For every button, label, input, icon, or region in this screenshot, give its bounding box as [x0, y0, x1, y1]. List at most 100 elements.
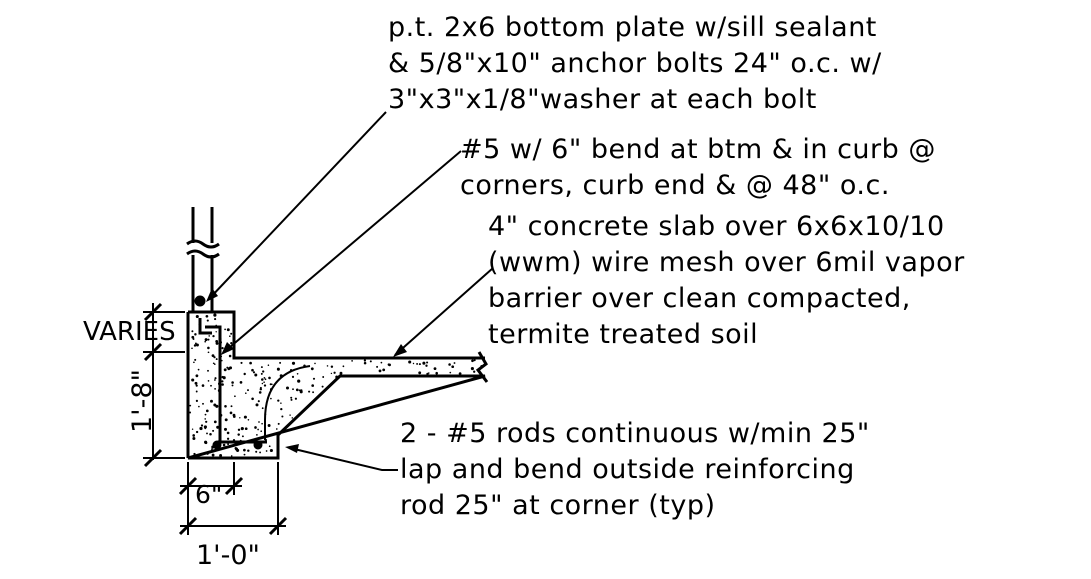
- concrete-aggregate-dot: [219, 341, 222, 344]
- concrete-aggregate-dot: [280, 407, 283, 411]
- concrete-aggregate-dot: [333, 371, 336, 374]
- concrete-aggregate-dot: [224, 405, 227, 408]
- concrete-aggregate-dot: [433, 367, 437, 371]
- concrete-aggregate-dot: [214, 379, 216, 381]
- concrete-aggregate-dot: [220, 355, 223, 358]
- concrete-aggregate-dot: [213, 313, 217, 317]
- concrete-aggregate-dot: [473, 370, 476, 373]
- concrete-aggregate-dot: [310, 367, 314, 371]
- concrete-aggregate-dot: [263, 377, 266, 379]
- concrete-aggregate-dot: [265, 450, 268, 452]
- bottom-plate-note-line: & 5/8"x10" anchor bolts 24" o.c. w/: [388, 48, 882, 79]
- concrete-aggregate-dot: [189, 411, 192, 414]
- dimension-lines: [143, 302, 288, 536]
- concrete-aggregate-dot: [198, 405, 200, 408]
- concrete-aggregate-dot: [280, 402, 282, 404]
- concrete-aggregate-dot: [221, 375, 224, 379]
- concrete-aggregate-dot: [263, 384, 267, 387]
- concrete-aggregate-dot: [230, 342, 233, 345]
- concrete-aggregate-dot: [213, 403, 217, 407]
- concrete-aggregate-dot: [342, 365, 345, 368]
- concrete-aggregate-dot: [193, 452, 196, 456]
- concrete-aggregate-dot: [195, 374, 199, 378]
- concrete-aggregate-dot: [257, 428, 259, 431]
- concrete-aggregate-dot: [226, 437, 230, 440]
- concrete-aggregate-dot: [213, 356, 216, 359]
- concrete-aggregate-dot: [237, 433, 240, 436]
- concrete-aggregate-dot: [234, 447, 239, 451]
- concrete-aggregate-dot: [289, 414, 291, 416]
- concrete-aggregate-dot: [218, 371, 221, 373]
- concrete-aggregate-dot: [224, 418, 228, 422]
- concrete-aggregate-dot: [210, 399, 213, 403]
- concrete-aggregate-dot: [380, 361, 383, 364]
- concrete-aggregate-dot: [191, 378, 195, 382]
- concrete-aggregate-dot: [222, 443, 226, 447]
- concrete-aggregate-dot: [192, 436, 196, 441]
- concrete-aggregate-dot: [264, 378, 267, 381]
- concrete-aggregate-dot: [261, 407, 264, 410]
- concrete-aggregate-dot: [257, 400, 260, 403]
- concrete-aggregate-dot: [279, 374, 283, 378]
- concrete-aggregate-dot: [207, 338, 210, 341]
- concrete-aggregate-dot: [270, 397, 272, 400]
- concrete-aggregate-dot: [254, 426, 257, 429]
- concrete-aggregate-dot: [269, 448, 273, 453]
- concrete-aggregate-dot: [217, 440, 220, 443]
- concrete-aggregate-dot: [264, 438, 267, 442]
- concrete-aggregate-dot: [207, 351, 210, 354]
- concrete-aggregate-dot: [217, 382, 222, 386]
- concrete-aggregate-dot: [448, 363, 451, 366]
- concrete-aggregate-dot: [226, 328, 230, 332]
- concrete-aggregate-dot: [291, 375, 295, 378]
- concrete-aggregate-dot: [303, 364, 306, 367]
- concrete-aggregate-dot: [214, 363, 216, 365]
- rods-note-line: 2 - #5 rods continuous w/min 25": [400, 418, 870, 449]
- concrete-aggregate-dot: [191, 347, 193, 350]
- rods-note-line: rod 25" at corner (typ): [400, 490, 716, 521]
- concrete-aggregate-dot: [216, 425, 220, 429]
- concrete-aggregate-dot: [193, 344, 197, 347]
- concrete-aggregate-dot: [295, 388, 299, 392]
- concrete-aggregate-dot: [453, 362, 456, 364]
- leader-lines: [207, 111, 494, 471]
- concrete-aggregate-dot: [416, 362, 419, 365]
- concrete-aggregate-dot: [240, 361, 243, 364]
- concrete-aggregate-dot: [376, 365, 379, 368]
- concrete-aggregate-dot: [258, 391, 262, 394]
- rods-note: 2 - #5 rods continuous w/min 25" lap and…: [400, 416, 870, 524]
- concrete-aggregate-dot: [214, 387, 217, 390]
- concrete-aggregate-dot: [451, 365, 455, 369]
- concrete-aggregate-dot: [204, 340, 207, 343]
- concrete-aggregate-dot: [276, 367, 280, 371]
- concrete-aggregate-dot: [268, 445, 271, 448]
- concrete-aggregate-dot: [218, 412, 221, 415]
- concrete-aggregate-dot: [239, 439, 242, 442]
- concrete-aggregate-dot: [207, 380, 210, 382]
- concrete-aggregate-dot: [206, 319, 209, 322]
- concrete-aggregate-dot: [207, 346, 210, 350]
- concrete-aggregate-dot: [218, 330, 222, 333]
- bottom-plate-note-line: p.t. 2x6 bottom plate w/sill sealant: [388, 12, 877, 43]
- concrete-aggregate-dot: [208, 335, 210, 337]
- rods-note-line: lap and bend outside reinforcing: [400, 454, 855, 485]
- concrete-aggregate-dot: [308, 390, 311, 393]
- concrete-aggregate-dot: [260, 366, 263, 369]
- concrete-aggregate-dot: [267, 424, 271, 427]
- concrete-aggregate-dot: [378, 369, 382, 373]
- rebar-note: #5 w/ 6" bend at btm & in curb @ corners…: [460, 132, 936, 204]
- concrete-aggregate-dot: [247, 449, 250, 452]
- slab-note-line: termite treated soil: [488, 319, 759, 350]
- footing-outline: [186, 310, 489, 460]
- concrete-aggregate-dot: [243, 453, 246, 456]
- concrete-aggregate-dot: [231, 381, 234, 384]
- concrete-aggregate-dot: [209, 433, 212, 436]
- concrete-aggregate-dot: [211, 354, 215, 358]
- concrete-aggregate-dot: [351, 360, 353, 362]
- concrete-aggregate-dot: [422, 361, 426, 365]
- concrete-aggregate-dot: [230, 405, 233, 408]
- concrete-aggregate-dot: [210, 448, 213, 451]
- concrete-aggregate-dot: [339, 371, 343, 375]
- concrete-aggregate-dot: [221, 347, 224, 350]
- concrete-aggregate-dot: [261, 378, 264, 381]
